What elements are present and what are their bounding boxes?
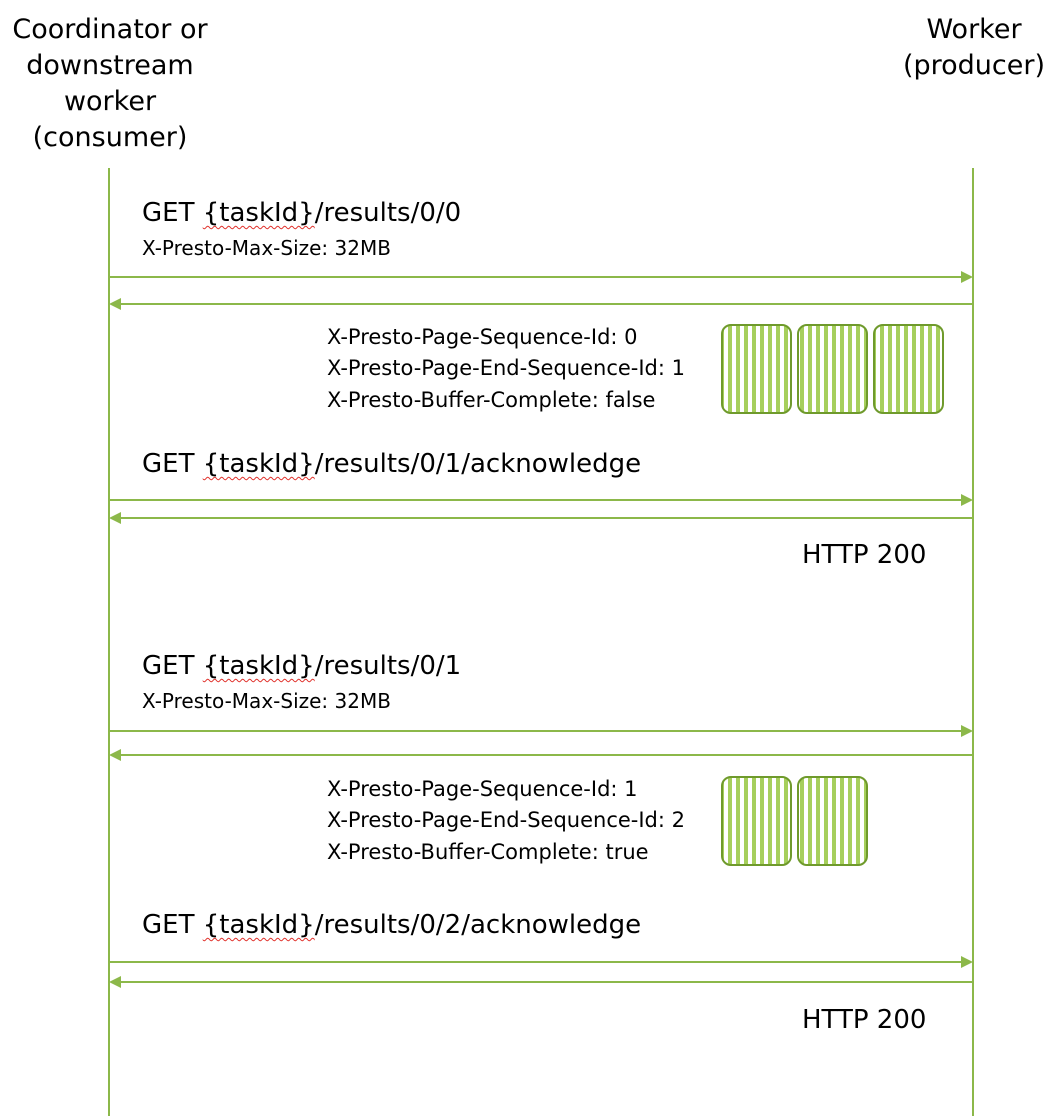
response-header-buffer-complete-2: X-Presto-Buffer-Complete: true xyxy=(327,840,649,864)
response-arrow xyxy=(109,298,973,310)
ack-response-arrow xyxy=(109,976,973,988)
request-path: /results/0/0 xyxy=(314,198,462,228)
ack-path: /results/0/1/acknowledge xyxy=(314,449,642,479)
response-header-sequence-id-1: X-Presto-Page-Sequence-Id: 0 xyxy=(327,325,638,349)
request-arrow xyxy=(109,725,973,737)
consumer-label-line: (consumer) xyxy=(32,122,188,153)
producer-actor-label: Worker (producer) xyxy=(884,12,1064,84)
result-page-block xyxy=(797,776,868,866)
request-label-2: GET {taskId}/results/0/1 xyxy=(142,651,461,681)
ack-label-1: GET {taskId}/results/0/1/acknowledge xyxy=(142,449,641,479)
producer-label-line: (producer) xyxy=(902,50,1046,81)
consumer-label-line: Coordinator or xyxy=(12,14,208,45)
request-header-1: X-Presto-Max-Size: 32MB xyxy=(142,236,391,260)
request-label-1: GET {taskId}/results/0/0 xyxy=(142,198,461,228)
ack-label-2: GET {taskId}/results/0/2/acknowledge xyxy=(142,910,641,940)
response-arrow xyxy=(109,749,973,761)
ack-response-1: HTTP 200 xyxy=(802,540,927,570)
request-task-id: {taskId} xyxy=(202,198,315,228)
consumer-actor-label: Coordinator or downstream worker (consum… xyxy=(0,12,220,156)
request-method: GET xyxy=(142,651,203,681)
ack-path: /results/0/2/acknowledge xyxy=(314,910,642,940)
ack-task-id: {taskId} xyxy=(202,449,315,479)
consumer-label-line: worker xyxy=(63,86,157,117)
request-path: /results/0/1 xyxy=(314,651,462,681)
response-header-sequence-id-2: X-Presto-Page-Sequence-Id: 1 xyxy=(327,777,638,801)
producer-label-line: Worker xyxy=(926,14,1022,45)
ack-response-2: HTTP 200 xyxy=(802,1005,927,1035)
request-header-2: X-Presto-Max-Size: 32MB xyxy=(142,689,391,713)
ack-task-id: {taskId} xyxy=(202,910,315,940)
request-arrow xyxy=(109,271,973,283)
request-task-id: {taskId} xyxy=(202,651,315,681)
result-page-block xyxy=(873,324,944,414)
result-page-block xyxy=(797,324,868,414)
result-page-block xyxy=(721,324,792,414)
ack-method: GET xyxy=(142,910,203,940)
response-header-end-sequence-id-2: X-Presto-Page-End-Sequence-Id: 2 xyxy=(327,808,685,832)
ack-response-arrow xyxy=(109,512,973,524)
result-page-block xyxy=(721,776,792,866)
response-header-end-sequence-id-1: X-Presto-Page-End-Sequence-Id: 1 xyxy=(327,356,685,380)
response-header-buffer-complete-1: X-Presto-Buffer-Complete: false xyxy=(327,388,656,412)
ack-method: GET xyxy=(142,449,203,479)
ack-arrow xyxy=(109,956,973,968)
request-method: GET xyxy=(142,198,203,228)
consumer-label-line: downstream xyxy=(26,50,194,81)
ack-arrow xyxy=(109,494,973,506)
